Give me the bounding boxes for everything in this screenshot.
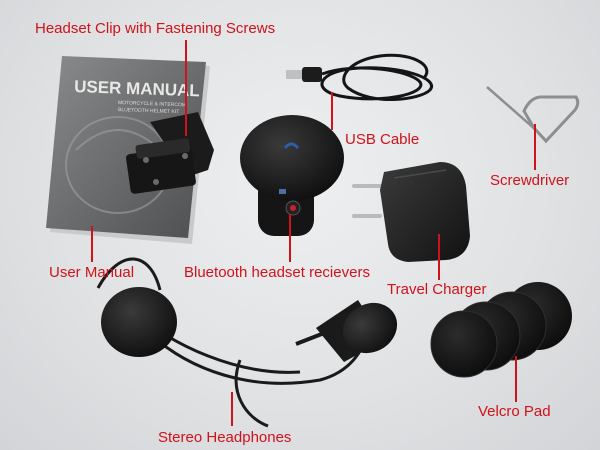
usb-cable-item: [286, 53, 434, 101]
screw-icon: [182, 153, 188, 159]
receiver-led: [283, 142, 300, 150]
label-bluetooth-receivers: Bluetooth headset recievers: [184, 264, 370, 281]
usb-plug: [286, 70, 304, 79]
stereo-headphones-item: [96, 257, 398, 428]
charger-prong: [352, 184, 382, 188]
label-screwdriver: Screwdriver: [490, 172, 570, 189]
manual-cover: [46, 56, 206, 238]
label-velcro-pad: Velcro Pad: [478, 403, 551, 420]
headset-clip-item: [126, 112, 214, 194]
screwdriver-handle: [522, 95, 580, 144]
travel-charger-item: [352, 162, 470, 262]
screw-icon: [153, 179, 159, 185]
velcro-pad: [430, 310, 498, 378]
velcro-pads-item: [430, 282, 572, 378]
label-usb-cable: USB Cable: [345, 131, 420, 148]
headphone-microphone: [342, 302, 398, 354]
label-stereo-headphones: Stereo Headphones: [158, 429, 292, 446]
usb-cable-coil: [320, 53, 434, 101]
screw-icon: [143, 157, 149, 163]
bluetooth-receiver-item: [240, 115, 344, 236]
headphone-speaker: [101, 287, 177, 357]
callout-lines: [91, 40, 536, 426]
charger-body: [380, 162, 470, 262]
label-user-manual: User Manual: [49, 264, 135, 281]
label-headset-clip: Headset Clip with Fastening Screws: [35, 20, 276, 37]
charger-prong: [352, 214, 382, 218]
manual-subtitle-1: MOTORCYCLE & INTERCOM: [118, 100, 186, 108]
bluetooth-logo-icon: [279, 189, 286, 194]
manual-subtitle-2: BLUETOOTH HELMET KIT: [118, 107, 179, 115]
screwdriver-item: [486, 86, 580, 144]
manual-title: USER MANUAL: [74, 77, 200, 100]
label-travel-charger: Travel Charger: [387, 281, 487, 298]
receiver-body: [240, 115, 344, 201]
user-manual-item: USER MANUAL MOTORCYCLE & INTERCOM BLUETO…: [46, 56, 210, 244]
